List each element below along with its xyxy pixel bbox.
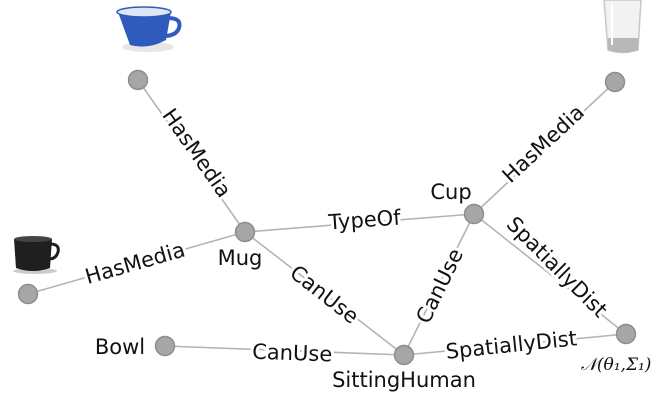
node-cup[interactable] [463,203,485,225]
edge-darkmug-media [27,231,246,295]
edge-mug-media [137,79,246,233]
edge-label-darkmug-has-media: HasMedia [82,238,187,289]
node-gaussian[interactable] [615,323,637,345]
blue-mug-picture [116,6,182,52]
node-labels: Mug Cup Bowl SittingHuman 𝒩(θ₁,Σ₁) [92,177,655,395]
edge-label-cup-spatially-dist: SpatiallyDist [502,212,612,322]
edge-bowl-human [164,345,405,356]
node-blue-mug-media[interactable] [127,69,149,91]
node-label-bowl: Bowl [95,335,145,359]
node-label-sitting-human: SittingHuman [332,368,476,392]
node-glass-media[interactable] [604,71,626,93]
edge-label-cup-has-media: HasMedia [497,100,588,188]
edge-mug-human [244,231,405,356]
edge-label-human-spatially-dist: SpatiallyDist [444,326,578,364]
node-label-cup: Cup [430,180,471,204]
edge-human-gaussian [403,333,627,356]
nodes [17,69,637,366]
edge-label-mug-has-media: HasMedia [157,104,236,202]
edge-label-bowl-can-use: CanUse [252,340,333,367]
edge-labels: HasMedia HasMedia HasMedia TypeOf CanUse… [79,97,615,369]
edge-cup-human [403,213,475,356]
node-label-mug: Mug [218,246,263,270]
glass-picture [603,0,642,54]
node-bowl[interactable] [154,335,176,357]
edge-label-cup-can-use: CanUse [411,245,468,327]
edge-label-type-of: TypeOf [327,205,402,234]
edge-mug-cup [244,213,475,233]
edge-label-mug-can-use: CanUse [285,260,363,328]
edges [27,79,627,356]
edge-cup-gaussian [473,213,627,335]
node-dark-mug-media[interactable] [17,283,39,305]
edge-cup-media [473,81,616,215]
node-label-gaussian: 𝒩(θ₁,Σ₁) [581,355,652,375]
dark-mug-picture [13,236,60,274]
node-sitting-human[interactable] [393,344,415,366]
node-mug[interactable] [234,221,256,243]
